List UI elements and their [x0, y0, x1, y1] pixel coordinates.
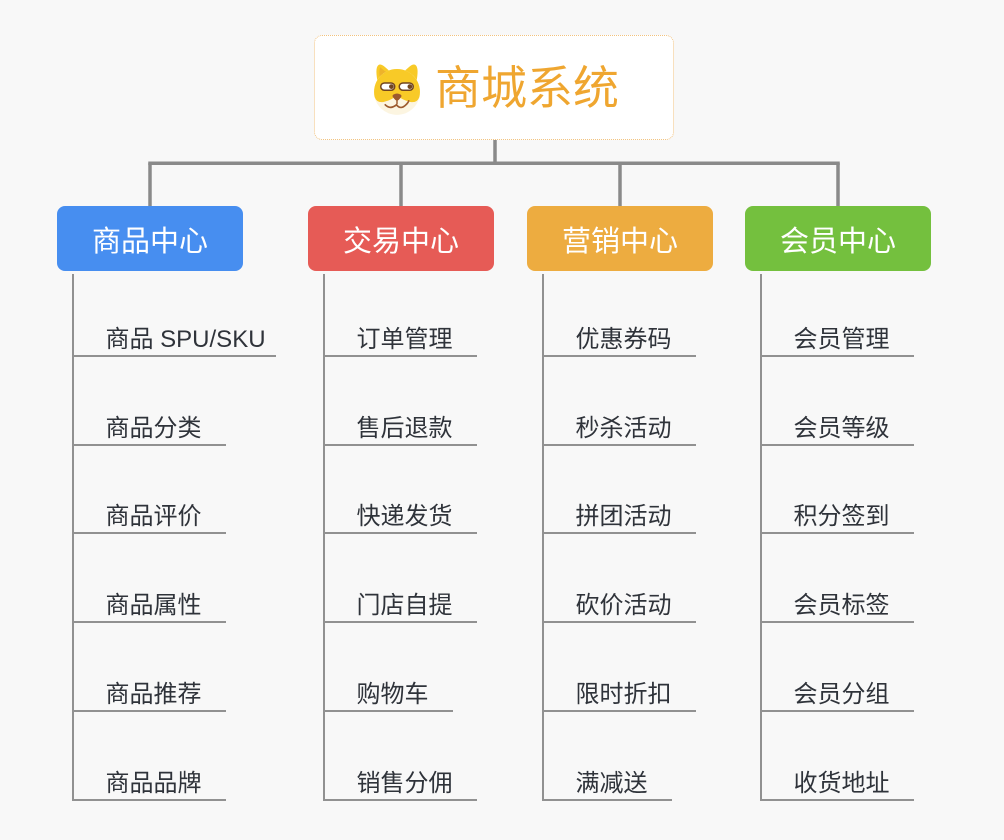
leaf-node[interactable]: 商品分类 [71, 414, 226, 446]
leaf-node[interactable]: 商品评价 [71, 502, 226, 535]
leaf-node[interactable]: 限时折扣 [541, 680, 696, 712]
branch-node[interactable]: 商品中心 [57, 206, 243, 271]
branch-trunk-line [322, 274, 325, 801]
branch-node[interactable]: 会员中心 [745, 206, 931, 271]
leaf-node[interactable]: 优惠券码 [541, 325, 696, 357]
branch-node[interactable]: 交易中心 [308, 206, 494, 271]
branch-trunk-line [759, 274, 762, 801]
root-title: 商城系统 [435, 61, 619, 114]
branch-trunk-line [71, 274, 74, 801]
leaf-node[interactable]: 门店自提 [322, 591, 477, 623]
leaf-node[interactable]: 商品品牌 [71, 769, 226, 801]
leaf-node[interactable]: 订单管理 [322, 325, 477, 357]
leaf-node[interactable]: 收货地址 [759, 769, 914, 801]
leaf-node[interactable]: 积分签到 [759, 502, 914, 535]
leaf-node[interactable]: 会员管理 [759, 325, 914, 357]
leaf-node[interactable]: 商品推荐 [71, 680, 226, 712]
leaf-node[interactable]: 砍价活动 [541, 591, 696, 623]
leaf-node[interactable]: 购物车 [322, 680, 453, 712]
leaf-node[interactable]: 快递发货 [322, 502, 477, 535]
leaf-node[interactable]: 商品属性 [71, 591, 226, 623]
dog-face-icon [369, 60, 425, 116]
leaf-node[interactable]: 满减送 [541, 769, 672, 801]
branch-node[interactable]: 营销中心 [527, 206, 713, 271]
root-node[interactable]: 商城系统 [314, 35, 674, 140]
leaf-node[interactable]: 会员等级 [759, 414, 914, 446]
leaf-node[interactable]: 会员分组 [759, 680, 914, 712]
leaf-node[interactable]: 商品 SPU/SKU [71, 325, 276, 357]
leaf-node[interactable]: 会员标签 [759, 591, 914, 623]
leaf-node[interactable]: 售后退款 [322, 414, 477, 446]
leaf-node[interactable]: 拼团活动 [541, 502, 696, 535]
leaf-node[interactable]: 秒杀活动 [541, 414, 696, 446]
leaf-node[interactable]: 销售分佣 [322, 769, 477, 801]
branch-trunk-line [541, 274, 544, 801]
